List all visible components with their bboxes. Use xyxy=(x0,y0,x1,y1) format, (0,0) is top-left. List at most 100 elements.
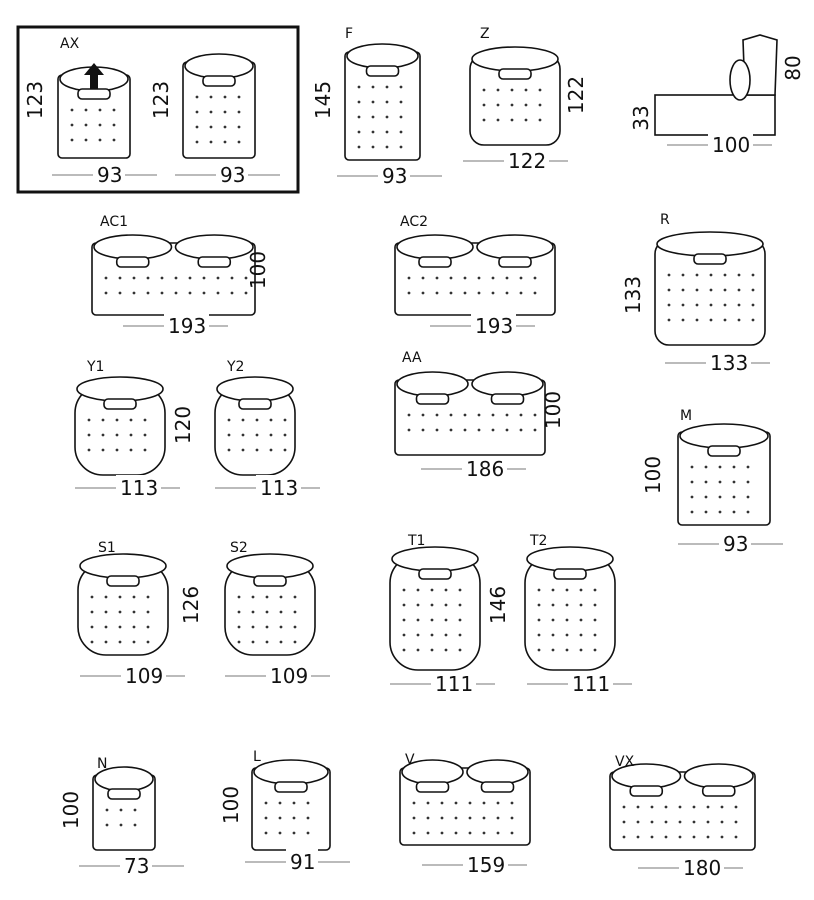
tuft-dot xyxy=(692,820,696,824)
tuft-dot xyxy=(237,95,241,99)
tuft-dot xyxy=(371,85,375,89)
tuft-dot xyxy=(491,413,495,417)
tuft-dot xyxy=(667,318,671,322)
tuft-dot xyxy=(496,88,500,92)
tuft-dot xyxy=(399,130,403,134)
tuft-dot xyxy=(718,495,722,499)
tuft-dot xyxy=(264,801,268,805)
tuft-dot xyxy=(70,108,74,112)
back-cushion xyxy=(93,234,173,260)
depth-label: 100 xyxy=(541,391,565,429)
tuft-dot xyxy=(734,835,738,839)
depth-label: 100 xyxy=(219,786,243,824)
tuft-dot xyxy=(579,648,583,652)
tuft-dot xyxy=(269,448,273,452)
width-label: 122 xyxy=(508,149,546,173)
tuft-dot xyxy=(593,588,597,592)
tuft-dot xyxy=(146,595,150,599)
tuft-dot xyxy=(430,618,434,622)
back-cushion xyxy=(174,234,254,260)
tuft-dot xyxy=(692,835,696,839)
tuft-dot xyxy=(230,291,234,295)
tuft-dot xyxy=(426,816,430,820)
tuft-dot xyxy=(104,291,108,295)
tuft-dot xyxy=(209,125,213,129)
width-label: 111 xyxy=(435,672,473,696)
tuft-dot xyxy=(399,115,403,119)
tuft-dot xyxy=(706,805,710,809)
tuft-dot xyxy=(458,633,462,637)
tuft-dot xyxy=(496,103,500,107)
tuft-dot xyxy=(751,318,755,322)
tuft-dot xyxy=(87,418,91,422)
module-label: Y2 xyxy=(226,359,244,375)
tuft-dot xyxy=(174,291,178,295)
tuft-dot xyxy=(133,808,137,812)
tuft-dot xyxy=(650,805,654,809)
module-label: AC1 xyxy=(100,214,128,230)
depth-label: 80 xyxy=(781,55,805,80)
tuft-dot xyxy=(704,480,708,484)
tuft-dot xyxy=(491,291,495,295)
tuft-dot xyxy=(593,603,597,607)
depth-label: 123 xyxy=(149,81,173,119)
tuft-dot xyxy=(143,448,147,452)
tuft-dot xyxy=(237,125,241,129)
tuft-dot xyxy=(237,595,241,599)
back-cushion xyxy=(466,759,529,785)
tuft-dot xyxy=(496,118,500,122)
tuft-dot xyxy=(146,610,150,614)
tuft-dot xyxy=(357,130,361,134)
tuft-dot xyxy=(681,303,685,307)
tuft-dot xyxy=(537,618,541,622)
tuft-dot xyxy=(237,110,241,114)
tuft-dot xyxy=(255,448,259,452)
tuft-dot xyxy=(681,288,685,292)
tuft-dot xyxy=(132,291,136,295)
tuft-dot xyxy=(636,820,640,824)
tuft-dot xyxy=(104,610,108,614)
tuft-dot xyxy=(709,303,713,307)
back-cushion xyxy=(476,234,554,260)
tuft-dot xyxy=(146,276,150,280)
back-cushion xyxy=(226,553,314,579)
width-label: 133 xyxy=(710,351,748,375)
tuft-dot xyxy=(160,276,164,280)
module-label: AA xyxy=(402,350,422,366)
tuft-dot xyxy=(407,291,411,295)
tuft-dot xyxy=(709,273,713,277)
tuft-dot xyxy=(227,448,231,452)
tuft-dot xyxy=(690,465,694,469)
tuft-dot xyxy=(357,115,361,119)
tuft-dot xyxy=(449,413,453,417)
tuft-dot xyxy=(458,603,462,607)
tuft-dot xyxy=(565,618,569,622)
tuft-dot xyxy=(283,418,287,422)
tuft-dot xyxy=(723,318,727,322)
tuft-dot xyxy=(732,510,736,514)
tuft-dot xyxy=(533,413,537,417)
back-cushion xyxy=(253,759,329,785)
tuft-dot xyxy=(416,648,420,652)
tuft-dot xyxy=(537,648,541,652)
tuft-dot xyxy=(132,625,136,629)
tuft-dot xyxy=(720,835,724,839)
tuft-dot xyxy=(98,123,102,127)
tuft-dot xyxy=(622,805,626,809)
tuft-dot xyxy=(519,413,523,417)
tuft-dot xyxy=(399,85,403,89)
width-label: 93 xyxy=(382,164,407,188)
headrest-pad xyxy=(498,68,532,80)
tuft-dot xyxy=(468,816,472,820)
tuft-dot xyxy=(444,618,448,622)
tuft-dot xyxy=(622,820,626,824)
tuft-dot xyxy=(751,273,755,277)
tuft-dot xyxy=(482,103,486,107)
module-label: Y1 xyxy=(86,359,104,375)
width-label: 91 xyxy=(290,850,315,874)
depth-label: 100 xyxy=(59,791,83,829)
